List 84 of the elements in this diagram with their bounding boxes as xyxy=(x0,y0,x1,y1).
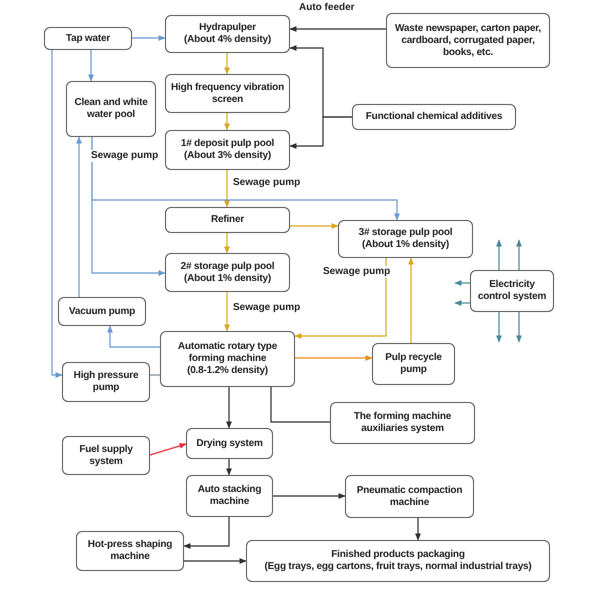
arrow xyxy=(88,50,94,82)
box-text: (0.8-1.2% density) xyxy=(187,365,268,377)
box-text: Clean and white water pool xyxy=(73,97,149,121)
box-text: The forming machine auxiliaries system xyxy=(352,411,452,435)
process-box xyxy=(386,13,550,68)
arrow xyxy=(51,50,63,378)
box-text: 2# storage pulp pool xyxy=(180,260,274,272)
process-box xyxy=(58,297,146,326)
arrow xyxy=(91,137,166,276)
arrow xyxy=(226,459,232,476)
box-text: High pressure pump xyxy=(72,370,140,394)
process-box xyxy=(62,362,150,402)
process-box xyxy=(186,475,273,517)
process-box xyxy=(66,81,156,137)
edge-label: Sewage pump xyxy=(232,177,302,189)
box-text: Refiner xyxy=(210,214,244,226)
arrow xyxy=(496,312,502,343)
arrow xyxy=(226,387,232,429)
arrow xyxy=(132,35,166,41)
arrow xyxy=(224,233,230,254)
arrow xyxy=(183,517,230,549)
arrow xyxy=(415,518,421,541)
box-text: Tap water xyxy=(66,32,110,44)
process-box xyxy=(76,531,184,571)
arrow xyxy=(107,325,160,348)
arrow xyxy=(150,443,187,456)
box-text: Hydrapulper xyxy=(199,22,256,34)
process-box xyxy=(372,343,455,385)
process-box xyxy=(352,104,516,130)
arrow xyxy=(289,26,386,32)
box-text: Hot-press shaping machine xyxy=(86,539,174,563)
process-box xyxy=(345,475,474,518)
arrow xyxy=(184,558,247,564)
note-label: Sewage pump xyxy=(322,266,392,278)
process-box xyxy=(160,331,295,387)
arrow xyxy=(289,116,352,149)
box-text: Finished products packaging xyxy=(331,549,465,561)
box-text: Waste newspaper, carton paper, cardboard, corrugated paper, books, etc. xyxy=(394,22,542,58)
process-box xyxy=(470,270,554,312)
box-text: (About 1% density) xyxy=(184,272,271,284)
arrow xyxy=(224,170,230,208)
arrow xyxy=(496,239,502,270)
box-text: 1# deposit pulp pool xyxy=(180,138,274,150)
process-box xyxy=(165,253,290,292)
arrow xyxy=(516,239,522,270)
arrow xyxy=(295,355,373,361)
box-text: (About 1% density) xyxy=(362,239,449,251)
box-text: Drying system xyxy=(196,438,263,450)
arrow xyxy=(290,223,339,229)
box-text: (About 3% density) xyxy=(184,150,271,162)
box-text: Pulp recycle pump xyxy=(384,352,443,376)
arrow xyxy=(516,312,522,343)
box-text: 3# storage pulp pool xyxy=(358,227,452,239)
process-box xyxy=(165,15,290,53)
box-text: Fuel supply system xyxy=(78,444,134,468)
arrow xyxy=(273,493,346,499)
box-text: Vacuum pump xyxy=(68,306,136,318)
box-text: (Egg trays, egg cartons, fruit trays, normal industrial trays) xyxy=(264,561,532,573)
box-text: (About 4% density) xyxy=(184,34,271,46)
arrow xyxy=(224,113,230,131)
arrow xyxy=(224,53,230,75)
process-box xyxy=(338,220,473,258)
process-box xyxy=(62,436,150,475)
arrow xyxy=(224,292,230,332)
arrow xyxy=(454,280,470,286)
box-text: High frequency vibration screen xyxy=(170,82,285,106)
box-text: Electricity control system xyxy=(476,279,548,303)
arrow xyxy=(454,300,470,306)
process-box xyxy=(246,540,550,582)
arrow xyxy=(76,136,82,297)
process-box xyxy=(330,402,475,444)
process-box xyxy=(44,27,132,50)
box-text: Functional chemical additives xyxy=(366,111,502,123)
process-box xyxy=(165,207,290,233)
process-box xyxy=(186,428,273,459)
process-box xyxy=(165,74,290,113)
arrow xyxy=(294,258,387,339)
box-text: Pneumatic compaction machine xyxy=(356,484,464,508)
box-text: Auto stacking machine xyxy=(196,484,262,508)
box-text: Automatic rotary type forming machine xyxy=(176,341,278,365)
note-label: Sewage pump xyxy=(90,150,160,162)
arrow xyxy=(408,257,414,343)
edge-label: Sewage pump xyxy=(232,302,302,314)
process-box xyxy=(165,130,290,170)
